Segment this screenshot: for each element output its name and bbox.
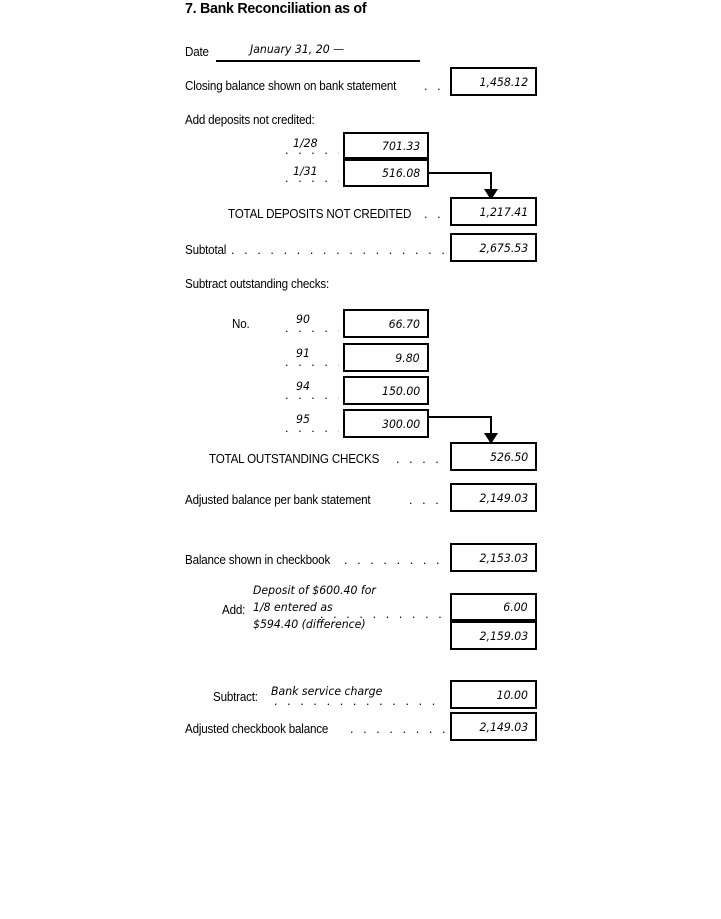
leader-dots: . . . . . . [285,355,339,369]
check-number-2[interactable]: 94 [296,379,310,393]
subtotal-label: Subtotal [185,243,227,257]
adjusted-checkbook-balance-value: 2,149.03 [479,719,528,734]
date-label: Date [185,45,209,59]
check-amount-0: 66.70 [388,316,420,331]
deposit-date-1[interactable]: 1/31 [293,164,318,178]
total-checks-value: 526.50 [489,449,528,464]
leader-dots: . . . . . . [409,493,447,507]
deposit-amount-box-1[interactable]: 516.08 [343,159,429,187]
add-label: Add: [222,603,246,617]
checkbook-balance-box[interactable]: 2,153.03 [450,543,537,572]
adjusted-bank-balance-value: 2,149.03 [479,490,528,505]
check-number-3[interactable]: 95 [296,412,310,426]
total-deposits-label: TOTAL DEPOSITS NOT CREDITED [228,207,412,221]
check-number-label: No. [232,317,250,331]
closing-balance-value: 1,458.12 [479,74,528,89]
closing-balance-label: Closing balance shown on bank statement [185,79,397,93]
check-amount-box-1[interactable]: 9.80 [343,343,429,372]
check-amount-box-0[interactable]: 66.70 [343,309,429,338]
leader-dots: . . . . . . . . . . . . . . . . . . [274,694,446,708]
add-note-line-1[interactable]: Deposit of $600.40 for [253,583,376,597]
adjusted-bank-balance-box[interactable]: 2,149.03 [450,483,537,512]
checks-total-connector-arrow [429,416,501,452]
check-amount-2: 150.00 [381,383,420,398]
check-number-0[interactable]: 90 [296,312,310,326]
total-deposits-box[interactable]: 1,217.41 [450,197,537,226]
subtract-note[interactable]: Bank service charge [271,684,383,698]
deposits-heading: Add deposits not credited: [185,113,315,127]
checkbook-balance-value: 2,153.03 [479,550,528,565]
date-value[interactable]: January 31, 20 — [250,42,345,56]
deposit-date-0[interactable]: 1/28 [293,136,318,150]
leader-dots: . . . . . . [285,321,339,335]
form-title: 7. Bank Reconciliation as of [185,0,367,17]
checks-heading: Subtract outstanding checks: [185,277,330,291]
total-checks-box[interactable]: 526.50 [450,442,537,471]
leader-dots: . . . . . . [285,421,339,435]
add-note-line-2[interactable]: 1/8 entered as [253,600,333,614]
add-amount-box[interactable]: 6.00 [450,593,537,621]
leader-dots: . . . [424,79,446,93]
deposit-amount-box-0[interactable]: 701.33 [343,132,429,159]
subtract-amount-box[interactable]: 10.00 [450,680,537,709]
check-amount-box-3[interactable]: 300.00 [343,409,429,438]
running-total-box[interactable]: 2,159.03 [450,621,537,650]
leader-dots: . . . . . . . . . . [320,607,445,621]
deposits-total-connector-arrow [429,172,501,208]
leader-dots: . . . [424,207,446,221]
subtract-label: Subtract: [213,690,258,704]
date-underline [216,60,420,62]
closing-balance-box[interactable]: 1,458.12 [450,67,537,96]
adjusted-bank-balance-label: Adjusted balance per bank statement [185,493,371,507]
checkbook-balance-label: Balance shown in checkbook [185,553,331,567]
leader-dots: . . . . . . [285,143,339,157]
subtotal-box[interactable]: 2,675.53 [450,233,537,262]
check-amount-1: 9.80 [395,350,420,365]
check-amount-3: 300.00 [381,416,420,431]
adjusted-checkbook-balance-label: Adjusted checkbook balance [185,722,329,736]
deposit-amount-1: 516.08 [381,166,420,180]
total-checks-label: TOTAL OUTSTANDING CHECKS [209,452,380,466]
add-amount-value: 6.00 [503,600,528,614]
check-amount-box-2[interactable]: 150.00 [343,376,429,405]
leader-dots: . . . . . . [396,452,446,466]
leader-dots: . . . . . . [285,388,339,402]
leader-dots: . . . . . . . . . . . . . . . . . . [231,243,446,257]
adjusted-checkbook-balance-box[interactable]: 2,149.03 [450,712,537,741]
add-note-line-3[interactable]: $594.40 (difference) [253,617,366,631]
subtract-amount-value: 10.00 [496,687,528,702]
check-number-1[interactable]: 91 [296,346,310,360]
leader-dots: . . . . . . [285,171,339,185]
total-deposits-value: 1,217.41 [479,204,528,219]
leader-dots: . . . . . . . . . . [350,722,446,736]
subtotal-value: 2,675.53 [479,240,528,255]
leader-dots: . . . . . . . . . . [344,553,446,567]
running-total-value: 2,159.03 [479,628,528,643]
deposit-amount-0: 701.33 [381,138,420,153]
